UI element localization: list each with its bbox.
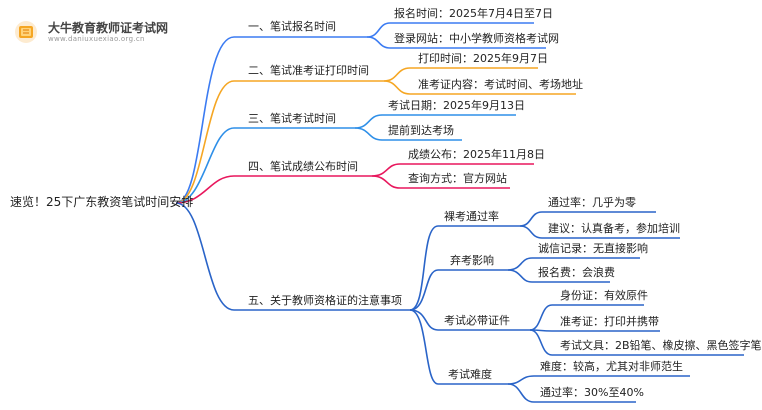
branch-5-label: 五、关于教师资格证的注意事项 [248, 294, 402, 307]
branch-3-item-1: 考试日期：2025年9月13日 [388, 99, 525, 112]
link-b2-c1 [383, 67, 411, 82]
link-root-b3 [175, 127, 235, 204]
branch-5-links [175, 202, 744, 403]
branch-5-sub-3-item-2: 准考证：打印并携带 [560, 315, 659, 328]
branch-5-sub-3: 考试必带证件 [444, 314, 510, 327]
book-logo-icon [15, 21, 37, 43]
branch-1-label: 一、笔试报名时间 [248, 20, 336, 33]
root-node: 速览！25下广东教资笔试时间安排 [10, 195, 194, 209]
link-b1-c1 [366, 22, 391, 38]
branch-3-item-2: 提前到达考场 [388, 124, 454, 137]
link-b2-c2 [383, 80, 411, 95]
branch-5-sub-2-item-1: 诚信记录：无直接影响 [538, 242, 648, 255]
branch-4-item-1: 成绩公布：2025年11月8日 [408, 148, 545, 161]
branch-5-sub-1-item-1: 通过率：几乎为零 [548, 196, 636, 209]
link-s1-l2 [519, 225, 543, 239]
link-b5-s4 [409, 309, 439, 385]
link-b5-s2 [409, 269, 439, 311]
branch-5-sub-4-item-1: 难度：较高，尤其对非师范生 [540, 360, 683, 373]
link-s4-l1 [507, 375, 535, 385]
link-root-b2 [175, 80, 235, 204]
branch-5-sub-4-item-2: 通过率：30%至40% [540, 386, 644, 399]
branch-3-links [175, 114, 516, 204]
branch-1-item-2: 登录网站：中小学教师资格考试网 [394, 32, 559, 45]
branch-5-sub-2: 弃考影响 [450, 254, 494, 267]
link-s4-l2 [507, 383, 535, 403]
branch-2-item-1: 打印时间：2025年9月7日 [418, 52, 548, 65]
link-b3-c1 [354, 114, 383, 129]
branch-5-sub-1-item-2: 建议：认真备考，参加培训 [548, 222, 680, 235]
branch-3-label: 三、笔试考试时间 [248, 112, 336, 125]
branch-1-item-1: 报名时间：2025年7月4日至7日 [394, 7, 553, 20]
link-s2-l1 [507, 257, 533, 271]
branch-5-sub-2-item-2: 报名费：会浪费 [538, 266, 615, 279]
site-logo[interactable]: 大牛教育教师证考试网 www.daniuxuexiao.org.cn [14, 17, 184, 49]
branch-4-item-2: 查询方式：官方网站 [408, 172, 507, 185]
link-b4-c2 [371, 175, 401, 189]
branch-4-label: 四、笔试成绩公布时间 [248, 160, 358, 173]
link-s1-l1 [519, 211, 543, 227]
link-b5-s3 [409, 309, 439, 331]
branch-1-links [175, 22, 546, 204]
link-root-b4 [175, 175, 235, 204]
link-b3-c2 [354, 127, 383, 141]
link-root-b1 [175, 36, 235, 204]
branch-2-label: 二、笔试准考证打印时间 [248, 64, 369, 77]
link-b4-c1 [371, 163, 401, 177]
branch-5-sub-3-item-1: 身份证：有效原件 [560, 289, 648, 302]
logo-title: 大牛教育教师证考试网 [48, 21, 169, 35]
branch-5-sub-3-item-3: 考试文具：2B铅笔、橡皮擦、黑色签字笔 [560, 339, 762, 352]
branch-2-links [175, 67, 576, 204]
link-root-b5 [175, 202, 235, 311]
link-s2-l2 [507, 269, 533, 283]
link-s3-l1 [529, 304, 553, 331]
branch-5-sub-4: 考试难度 [448, 368, 492, 381]
link-s3-l3 [529, 329, 553, 356]
branch-4-links [175, 163, 534, 204]
branch-2-item-2: 准考证内容：考试时间、考场地址 [418, 78, 583, 91]
branch-5-sub-1: 裸考通过率 [444, 210, 499, 223]
logo-url: www.daniuxuexiao.org.cn [48, 35, 145, 43]
link-b5-s1 [409, 225, 439, 311]
link-b1-c2 [366, 36, 391, 49]
